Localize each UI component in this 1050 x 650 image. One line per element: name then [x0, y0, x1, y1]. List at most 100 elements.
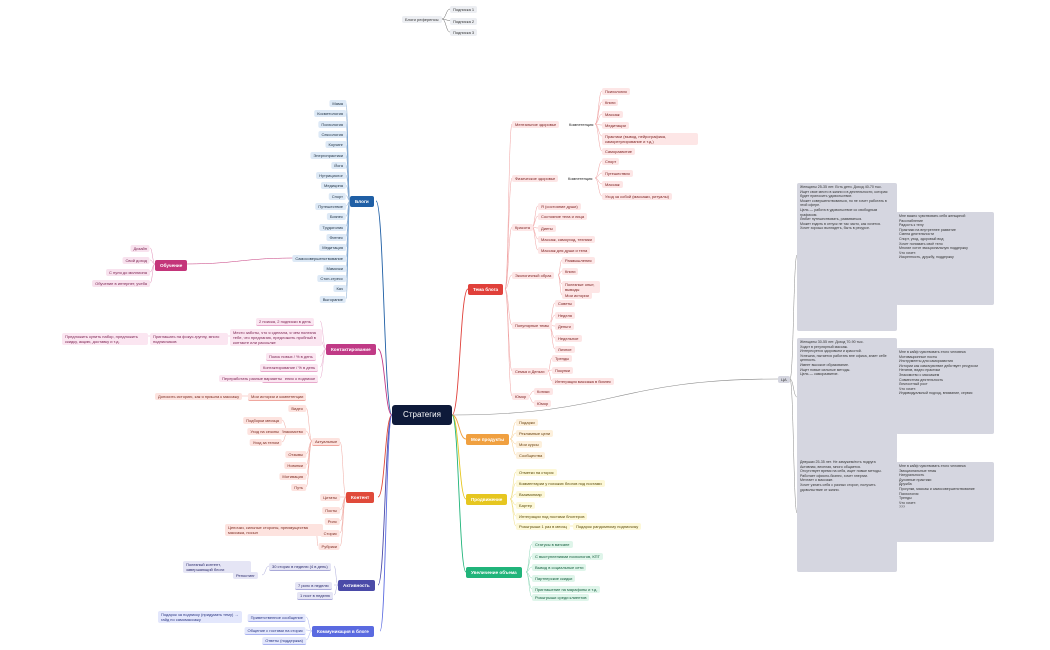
content-format[interactable]: Посты — [322, 507, 340, 514]
topic-item[interactable]: Спорт — [602, 158, 620, 165]
blog-topic[interactable]: Фитнес — [326, 233, 346, 241]
topic-item[interactable]: Массаж для души и тела — [538, 247, 591, 254]
obuchenie-item[interactable]: С нуля до миллиона — [106, 269, 150, 276]
topic-item[interactable]: Личное — [555, 346, 575, 353]
topic-item[interactable]: Практики (вывод, нейрографика, саморегул… — [602, 133, 698, 145]
obuchenie-item[interactable]: Свой доход — [122, 257, 150, 264]
activity-item[interactable]: Репостинг — [233, 572, 258, 579]
contact-note[interactable]: Предложить купить набор, предложить скид… — [62, 333, 148, 345]
product-item[interactable]: Мои курсы — [516, 441, 542, 448]
blog-topic[interactable]: Энергопрактики — [310, 151, 346, 159]
topic-item[interactable]: Уход за собой (массажи, ритуалы) — [602, 193, 672, 200]
topic-item[interactable]: Состояние тела и лица — [538, 213, 588, 220]
product-item[interactable]: Рекламные цели — [516, 430, 554, 437]
branch-contact[interactable]: Контактирование — [326, 344, 376, 355]
blog-topic[interactable]: Косметология — [314, 110, 346, 118]
content-story[interactable]: Доносить историю, как я пришла к массажу — [155, 393, 243, 400]
content-vibor-item[interactable]: Подборки месяца — [243, 417, 282, 424]
content-vibor-item[interactable]: Уход на сезоны — [247, 428, 282, 435]
blog-topic[interactable]: Сексология — [318, 130, 346, 138]
promotion-item[interactable]: Подарок рандомному подписчику — [573, 523, 642, 530]
increase-item[interactable]: Приглашение на марафоны и т.д. — [532, 586, 601, 593]
increase-item[interactable]: Розыгрыши среди клиентов — [532, 594, 590, 601]
promotion-item[interactable]: Розыгрыши 1 раз в месяц — [516, 523, 570, 530]
content-format[interactable]: Сторис — [320, 530, 340, 537]
topic-competence[interactable]: Компетенция — [569, 122, 594, 127]
reference-label[interactable]: Блоги референсы — [402, 16, 442, 23]
topic-item[interactable]: Покупки — [552, 367, 574, 374]
topic-competence[interactable]: Компетенция — [568, 176, 593, 181]
topic-item[interactable]: Путешествия — [602, 170, 633, 177]
topic-group[interactable]: Юмор — [512, 393, 530, 400]
blog-topic[interactable]: Трудоголик — [319, 223, 346, 231]
topic-item[interactable]: Котики — [534, 388, 553, 395]
activity-item[interactable]: 30 сторис в неделю (4 в день) — [269, 563, 331, 571]
topic-group[interactable]: Красота — [512, 224, 533, 231]
community-item[interactable]: Общение с гостями на сторис — [244, 627, 306, 635]
topic-group[interactable]: Популярные темы — [512, 322, 552, 329]
topic-group[interactable]: Физическое здоровье — [512, 175, 559, 182]
topic-item[interactable]: Психология — [602, 88, 630, 95]
topic-item[interactable]: Юмор — [534, 400, 552, 407]
content-format[interactable]: Рилс — [324, 518, 340, 525]
contact-item[interactable]: Переработать разные варианты — [219, 375, 285, 382]
topic-item[interactable]: Советы — [555, 300, 575, 307]
content-format[interactable]: Рубрики — [318, 543, 340, 550]
blog-topic[interactable]: Самосовершенствование — [292, 254, 346, 262]
topic-item[interactable]: Медитации — [602, 122, 629, 129]
branch-community[interactable]: Коммуникация в блоге — [312, 626, 374, 637]
topic-item[interactable]: Книги — [602, 99, 619, 106]
obuchenie-item[interactable]: Обучение в интернет, учеба — [92, 280, 150, 287]
topic-item[interactable]: Тренды — [552, 355, 573, 362]
topic-item[interactable]: Массаж — [602, 111, 623, 118]
product-item[interactable]: Подарки — [516, 419, 538, 426]
root-node[interactable]: Стратегия — [392, 405, 452, 425]
blog-topic[interactable]: Мама — [329, 100, 346, 107]
contact-item[interactable]: Контактирование / % в день — [260, 364, 319, 372]
topic-group[interactable]: Семья и Деньги — [512, 368, 548, 375]
increase-item[interactable]: Вывод в социальные сети — [532, 564, 587, 571]
blog-topic[interactable]: Выгорание — [319, 295, 346, 303]
blog-topic[interactable]: Кач — [333, 285, 346, 293]
contact-item[interactable]: Поиск новых / % в день — [266, 353, 316, 361]
activity-note[interactable]: Полезный контент, завершающий блоги — [183, 561, 251, 573]
topic-item[interactable]: Книги — [562, 268, 579, 275]
blog-topic[interactable]: Нутрициолог — [316, 172, 346, 180]
branch-content[interactable]: Контент — [346, 492, 375, 503]
blog-topic[interactable]: Бизнес — [326, 213, 346, 221]
content-actual-item[interactable]: Видео — [288, 405, 306, 412]
increase-item[interactable]: С выступлениями психологов, КПТ — [532, 553, 603, 560]
contact-note[interactable]: Приглашать на фокус-группу, много подпис… — [150, 333, 228, 345]
product-item[interactable]: Сообщества — [516, 452, 546, 459]
blog-topic[interactable]: Спорт — [328, 192, 346, 200]
community-item[interactable]: Ответы (поддержка) — [262, 637, 306, 645]
blog-topic[interactable]: Медитация — [319, 244, 346, 252]
reference-item[interactable]: Подписка 1 — [450, 6, 478, 13]
contact-note[interactable]: Место заботы, что я сделала, я чем полез… — [230, 329, 322, 346]
increase-item[interactable]: Статусы в ватсапе — [532, 541, 573, 548]
content-actual-item[interactable]: Путь — [291, 484, 306, 491]
content-actual-item[interactable]: Отзывы — [285, 451, 306, 458]
obuchenie-item[interactable]: Дизайн — [130, 245, 150, 252]
reference-item[interactable]: Подписка 3 — [450, 29, 478, 36]
blog-topic[interactable]: Мамочки — [323, 264, 346, 272]
blog-topic[interactable]: Психология — [318, 120, 346, 128]
branch-activity[interactable]: Активность — [338, 580, 375, 591]
blog-topic[interactable]: Медицина — [320, 182, 346, 190]
promotion-item[interactable]: Бартер — [516, 502, 536, 509]
ca-portrait-note[interactable]: Женщины 25-35 лет. Есть дети. Доход 40-7… — [797, 183, 897, 331]
content-rubric-note[interactable]: Цепочки, сильные стороны, преимущества м… — [225, 524, 323, 536]
branch-topic[interactable]: Тема блога — [468, 284, 504, 295]
branch-promotion[interactable]: Продвижение — [466, 494, 508, 505]
promotion-item[interactable]: Взаимопиар — [516, 491, 545, 498]
ca-portrait-note[interactable]: Женщины 30-55 лет. Доход 70-90 тыс.Ходит… — [797, 338, 897, 460]
content-actual-item[interactable]: Новинки — [284, 462, 306, 469]
contact-item[interactable]: В предложения о подписке — [262, 375, 319, 383]
topic-item[interactable]: Интеграция массажа в бизнес — [552, 378, 615, 385]
content-story-target[interactable]: Мои истории и компетенции — [248, 393, 307, 401]
topic-group[interactable]: Экологичный образ — [512, 272, 555, 279]
topic-item[interactable]: Полезные опыт, выводы — [562, 281, 600, 293]
